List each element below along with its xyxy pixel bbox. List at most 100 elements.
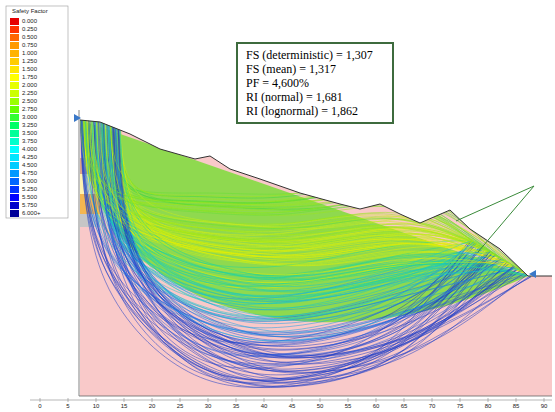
- legend-entry: 4.500: [10, 161, 37, 169]
- axis-label: 80: [485, 403, 492, 409]
- tick-mark: [516, 398, 517, 402]
- axis-label: 45: [289, 403, 296, 409]
- slip-circle: [88, 116, 489, 386]
- axis-label: 60: [373, 403, 380, 409]
- axis-label: 50: [317, 403, 324, 409]
- legend-entry: 0.500: [10, 33, 37, 41]
- slip-circle: [106, 116, 497, 257]
- legend-value: 5.500: [22, 194, 37, 201]
- legend-entry: 6.000+: [10, 209, 41, 217]
- slip-circle: [87, 116, 477, 252]
- slip-circle: [116, 116, 476, 308]
- legend-entry: 3.000: [10, 113, 37, 121]
- legend-entry: 1.250: [10, 57, 37, 65]
- slip-circle: [103, 116, 521, 271]
- slip-circle: [117, 116, 514, 375]
- axis-label: 35: [233, 403, 240, 409]
- legend-value: 5.750: [22, 202, 37, 209]
- color-swatch: [10, 58, 19, 65]
- color-swatch: [10, 202, 19, 209]
- slip-circle: [99, 116, 511, 265]
- result-line: FS (deterministic) = 1,307: [246, 48, 384, 62]
- color-swatch: [10, 98, 19, 105]
- legend-entry: 4.000: [10, 145, 37, 153]
- slip-circle: [114, 116, 476, 244]
- x-axis: [30, 400, 552, 401]
- tick-mark: [152, 398, 153, 402]
- slip-circle: [83, 116, 509, 264]
- legend-entry: 0.250: [10, 25, 37, 33]
- slip-circle: [105, 116, 510, 283]
- legend-entry: 3.500: [10, 129, 37, 137]
- legend-entry: 5.500: [10, 193, 37, 201]
- slip-circle: [104, 116, 507, 262]
- model-boundary: [79, 110, 80, 396]
- tick-mark: [96, 398, 97, 402]
- limit-marker: [74, 114, 81, 122]
- slip-circle: [97, 116, 522, 271]
- legend-value: 1.500: [22, 66, 37, 73]
- legend-value: 3.000: [22, 114, 37, 121]
- slip-circle: [91, 116, 485, 249]
- slip-circle: [110, 116, 495, 263]
- legend-value: 0.250: [22, 26, 37, 33]
- tick-mark: [320, 398, 321, 402]
- tick-mark: [488, 398, 489, 402]
- slip-circle: [92, 116, 470, 252]
- slip-circle: [115, 116, 506, 320]
- slip-circle: [102, 116, 485, 297]
- axis-label: 85: [513, 403, 520, 409]
- axis-label: 20: [149, 403, 156, 409]
- slip-circle: [83, 116, 499, 258]
- axis-label: 5: [66, 403, 69, 409]
- slip-circle: [112, 116, 507, 364]
- result-line: FS (mean) = 1,317: [246, 62, 384, 76]
- legend-value: 0.000: [22, 18, 37, 25]
- legend-value: 3.750: [22, 138, 37, 145]
- legend-entry: 0.000: [10, 17, 37, 25]
- legend-value: 1.000: [22, 50, 37, 57]
- slip-circle: [108, 116, 474, 324]
- axis-ticks: [40, 398, 544, 402]
- axis-label: 40: [261, 403, 268, 409]
- slip-circle: [109, 116, 527, 275]
- legend-entry: 5.750: [10, 201, 37, 209]
- axis-label: 0: [38, 403, 41, 409]
- slip-circle: [106, 116, 474, 321]
- slip-circle: [81, 116, 531, 369]
- legend-value: 4.000: [22, 146, 37, 153]
- slip-circle: [86, 116, 514, 267]
- slip-circle: [104, 116, 482, 357]
- color-swatch: [10, 194, 19, 201]
- color-swatch: [10, 146, 19, 153]
- legend-value: 0.750: [22, 42, 37, 49]
- legend-title: Safety Factor: [12, 8, 48, 14]
- slip-circle: [112, 116, 490, 262]
- legend-entry: 1.000: [10, 49, 37, 57]
- slip-circle: [83, 116, 511, 264]
- axis-label: 10: [93, 403, 100, 409]
- legend-value: 4.750: [22, 170, 37, 177]
- tick-mark: [180, 398, 181, 402]
- axis-label: 25: [177, 403, 184, 409]
- ground-surface: [80, 120, 552, 276]
- legend-value: 1.250: [22, 58, 37, 65]
- axis-label: 15: [121, 403, 128, 409]
- legend-value: 2.500: [22, 98, 37, 105]
- tick-mark: [236, 398, 237, 402]
- color-swatch: [10, 162, 19, 169]
- legend-entry: 1.750: [10, 73, 37, 81]
- legend-value: 4.250: [22, 154, 37, 161]
- legend-entry: 2.750: [10, 105, 37, 113]
- slip-circle: [83, 116, 493, 364]
- slip-circle: [84, 116, 487, 250]
- leader-line: [456, 186, 534, 221]
- legend-entry: 3.250: [10, 121, 37, 129]
- legend-entry: 1.500: [10, 65, 37, 73]
- legend-entry: 2.500: [10, 97, 37, 105]
- slip-circle: [84, 116, 499, 258]
- color-swatch: [10, 186, 19, 193]
- slip-circle: [100, 116, 502, 356]
- slip-circle: [102, 116, 505, 261]
- legend-entry: 4.750: [10, 169, 37, 177]
